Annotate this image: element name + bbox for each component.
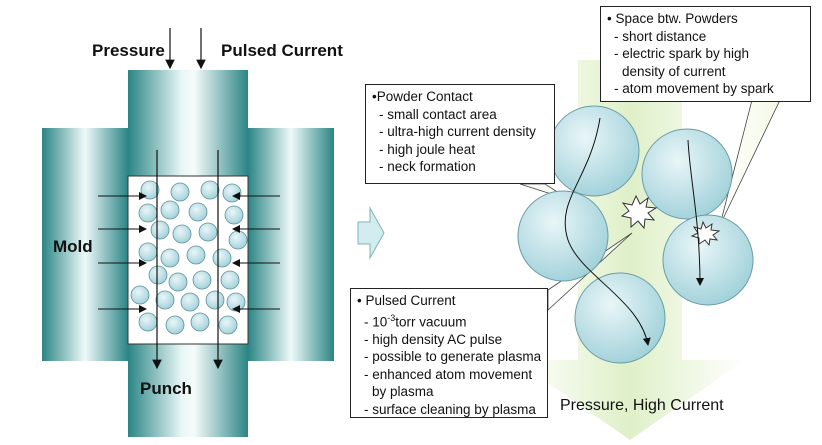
punch-label: Punch [140,379,192,398]
powder-particle [190,312,210,332]
mold-label: Mold [53,237,93,256]
mold-left-wall [42,128,128,361]
powder-particle [160,200,180,220]
callout-item-vacuum: - 10-3torr vacuum [357,310,541,331]
vacuum-suffix: torr vacuum [395,314,467,330]
transition-arrow [357,206,385,260]
large-particle [662,214,754,306]
large-particle [641,128,733,220]
powder-particle [150,220,170,240]
callout-item: - neck formation [379,159,476,175]
bottom-punch [128,344,248,437]
callout-item: - atom movement by spark [614,81,774,97]
powder-particle [148,265,168,285]
pressure-label: Pressure [92,41,165,60]
big-down-arrow [515,60,745,440]
powder-contact-callout: •Powder Contact - small contact area - u… [365,84,555,184]
top-punch [128,70,248,176]
powder-particle [155,290,175,310]
powder-particle [205,290,225,310]
powder-particle [172,224,192,244]
callout-item: - high joule heat [379,141,476,157]
callout-title: • Space btw. Powders [607,11,738,26]
powder-particle [192,270,212,290]
pulsed-current-callout: • Pulsed Current - 10-3torr vacuum - hig… [350,288,548,418]
callout-item: - short distance [614,28,707,44]
callout-item: by plasma [372,384,434,400]
powder-particle [168,272,188,292]
large-powder-particles [517,105,754,364]
powder-particle [226,292,246,312]
powder-particle [212,248,232,268]
powder-particle [186,245,206,265]
powder-particles [130,180,248,335]
vacuum-prefix: - 10 [364,314,388,330]
powder-particle [130,285,150,305]
powder-particle [138,312,158,332]
callout-item: - surface cleaning by plasma [364,402,536,418]
callout-title: •Powder Contact [372,89,473,104]
current-paths [564,117,704,346]
powder-particle [228,230,248,250]
callout-item: - small contact area [379,106,497,122]
side-pressure-arrows [98,192,280,313]
callout-item: density of current [622,63,726,79]
mold-right-wall [248,128,334,361]
pressure-high-current-label: Pressure, High Current [560,397,724,414]
powder-particle [160,248,180,268]
spark-icon [620,194,658,230]
powder-particle [218,315,238,335]
spark-icon [690,220,721,247]
powder-particle [198,222,218,242]
callout-item: - electric spark by high [614,46,750,62]
callout-item: - enhanced atom movement [364,366,533,382]
powder-particle [222,183,242,203]
powder-particle [138,242,158,262]
callout-item: - ultra-high current density [379,124,536,140]
large-particle [548,105,640,197]
space-between-powders-callout: • Space btw. Powders - short distance - … [600,6,811,102]
powder-particle [220,270,240,290]
callout-item: - possible to generate plasma [364,349,542,365]
callout-title: • Pulsed Current [357,293,456,308]
powder-particle [180,292,200,312]
pulsed-current-label: Pulsed Current [221,41,343,60]
powder-particle [165,315,185,335]
powder-particle [200,180,220,200]
powder-particle [188,202,208,222]
large-particle [517,190,609,282]
powder-particle [138,203,158,223]
powder-particle [224,205,244,225]
current-lines [152,28,223,370]
large-particle [574,272,666,364]
spark-icons [620,194,721,247]
powder-particle [170,182,190,202]
callout-item: - high density AC pulse [364,331,503,347]
vacuum-exponent: -3 [387,312,396,323]
